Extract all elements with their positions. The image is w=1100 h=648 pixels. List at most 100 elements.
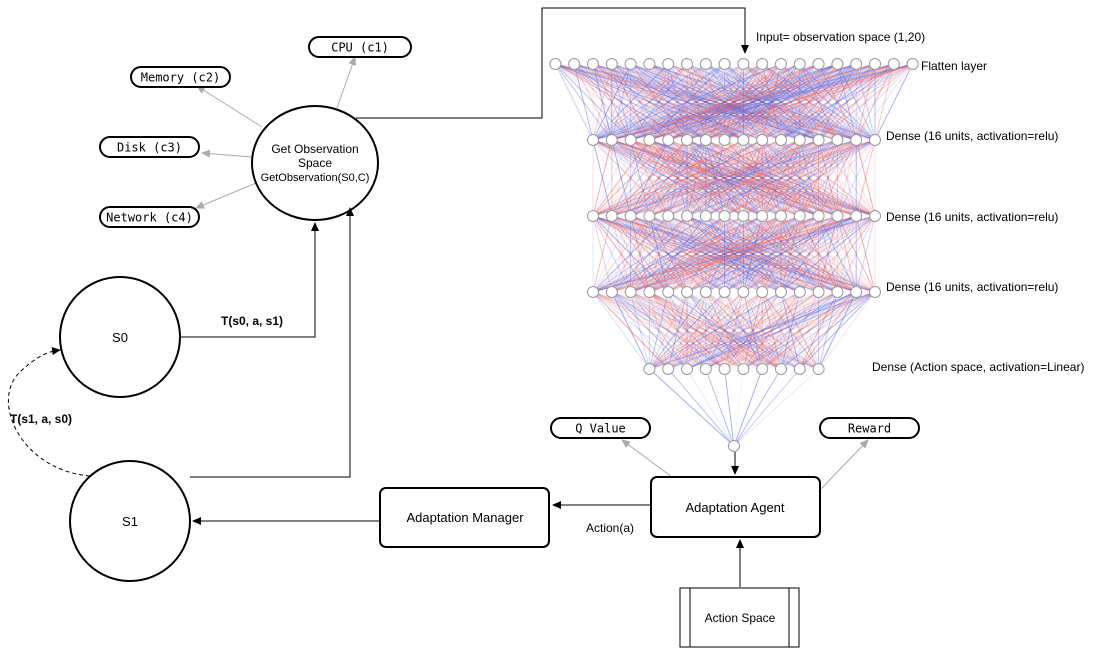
network-weight-edge [648, 139, 688, 217]
network-weight-edge [649, 291, 801, 370]
network-weight-edge [705, 215, 726, 293]
network-weight-edge [705, 63, 782, 141]
adaptation-agent-node[interactable]: Adaptation Agent [650, 476, 821, 538]
network-weight-edge [743, 215, 857, 293]
transition-s0-label: T(s0, a, s1) [221, 314, 283, 328]
neuron-layer-0 [605, 58, 618, 70]
network-weight-edge [649, 215, 744, 293]
network-weight-edge [592, 139, 838, 217]
network-weight-edge [686, 63, 857, 141]
network-weight-edge [611, 139, 876, 217]
network-weight-edge [611, 291, 763, 370]
network-weight-edge [705, 291, 744, 370]
network-weight-edge [724, 291, 782, 370]
network-weight-edge [724, 139, 857, 217]
network-weight-edge [630, 139, 838, 217]
network-weight-edge [667, 291, 688, 370]
network-weight-edge [630, 291, 782, 370]
network-weight-edge [743, 215, 876, 293]
network-weight-edge [649, 139, 744, 217]
neuron-layer-4 [775, 363, 787, 375]
network-weight-edge [648, 63, 669, 141]
network-weight-edge [649, 63, 801, 141]
action-space-node[interactable]: Action Space [679, 587, 800, 648]
q-value-node[interactable]: Q Value [550, 417, 651, 439]
network-weight-edge [855, 63, 914, 141]
network-weight-edge [649, 139, 801, 217]
network-weight-edge [686, 215, 876, 293]
agent-to-qvalue-connector [621, 439, 673, 478]
network-weight-edge [761, 63, 913, 141]
network-weight-edge [724, 139, 782, 217]
network-weight-edge [649, 291, 744, 370]
network-weight-edge [724, 63, 819, 141]
network-weight-edge [818, 215, 838, 293]
network-weight-edge [705, 215, 782, 293]
adaptation-manager-node[interactable]: Adaptation Manager [379, 487, 550, 548]
obs-to-memory-connector [196, 85, 263, 128]
disk-metric-node[interactable]: Disk (c3) [99, 136, 200, 158]
network-weight-edge [818, 139, 857, 217]
network-weight-edge [630, 139, 876, 217]
network-weight-edge [630, 215, 650, 293]
network-weight-edge [799, 291, 820, 370]
network-weight-edge [630, 139, 688, 217]
action-space-label: Action Space [705, 611, 776, 625]
network-weight-edge [592, 63, 632, 141]
memory-metric-node[interactable]: Memory (c2) [130, 66, 231, 88]
state-s1-node[interactable]: S1 [69, 460, 191, 582]
network-weight-edge [799, 139, 820, 217]
network-weight-edge [649, 63, 876, 141]
network-weight-edge [761, 139, 820, 217]
network-weight-edge [742, 139, 763, 217]
network-weight-edge [818, 215, 876, 293]
network-weight-edge [573, 63, 594, 141]
network-weight-edge [705, 215, 876, 293]
network-weight-edge [592, 215, 763, 293]
network-weight-edge [799, 63, 876, 141]
network-weight-edge [630, 63, 819, 141]
network-weight-edge [743, 291, 819, 370]
state-s1-label: S1 [122, 514, 138, 529]
state-s0-node[interactable]: S0 [59, 276, 181, 398]
network-weight-edge [686, 215, 838, 293]
network-weight-edge [836, 63, 857, 141]
network-weight-edge [649, 139, 763, 217]
neuron-layer-0 [699, 58, 712, 70]
network-weight-edge [648, 139, 669, 217]
network-weight-edge [667, 63, 744, 141]
neuron-layer-0 [549, 58, 562, 70]
network-weight-edge [724, 215, 819, 293]
network-weight-edge [705, 63, 744, 141]
get-observation-node[interactable]: Get Observation Space GetObservation(S0,… [251, 105, 379, 221]
network-weight-edge [836, 139, 876, 217]
network-weight-edge [780, 139, 876, 217]
network-weight-edge [780, 215, 820, 293]
network-weight-edge [592, 139, 669, 217]
network-weight-edge [705, 63, 819, 141]
network-weight-edge [667, 215, 744, 293]
cpu-metric-node[interactable]: CPU (c1) [308, 36, 412, 58]
network-weight-edge [780, 215, 801, 293]
network-weight-edge [649, 215, 725, 293]
network-weight-edge [836, 63, 876, 141]
network-weight-edge [592, 139, 613, 217]
network-weight-edge [705, 63, 838, 141]
network-weight-edge [649, 63, 763, 141]
observation-call: GetObservation(S0,C) [261, 172, 370, 184]
network-weight-edge [630, 63, 876, 141]
network-weight-edge [818, 63, 857, 141]
network-weight-edge [667, 215, 763, 293]
reward-node[interactable]: Reward [819, 417, 920, 439]
neuron-layer-2 [605, 210, 618, 222]
neuron-layer-2 [718, 210, 731, 222]
network-weight-edge [667, 215, 782, 293]
network-metric-node[interactable]: Network (c4) [99, 206, 200, 228]
network-weight-edge [592, 63, 876, 141]
neuron-layer-2 [756, 210, 769, 222]
network-weight-edge [667, 215, 819, 293]
network-weight-edge [780, 139, 820, 217]
network-weight-edge [667, 139, 707, 217]
network-weight-edge [630, 139, 650, 217]
network-weight-edge [686, 139, 857, 217]
